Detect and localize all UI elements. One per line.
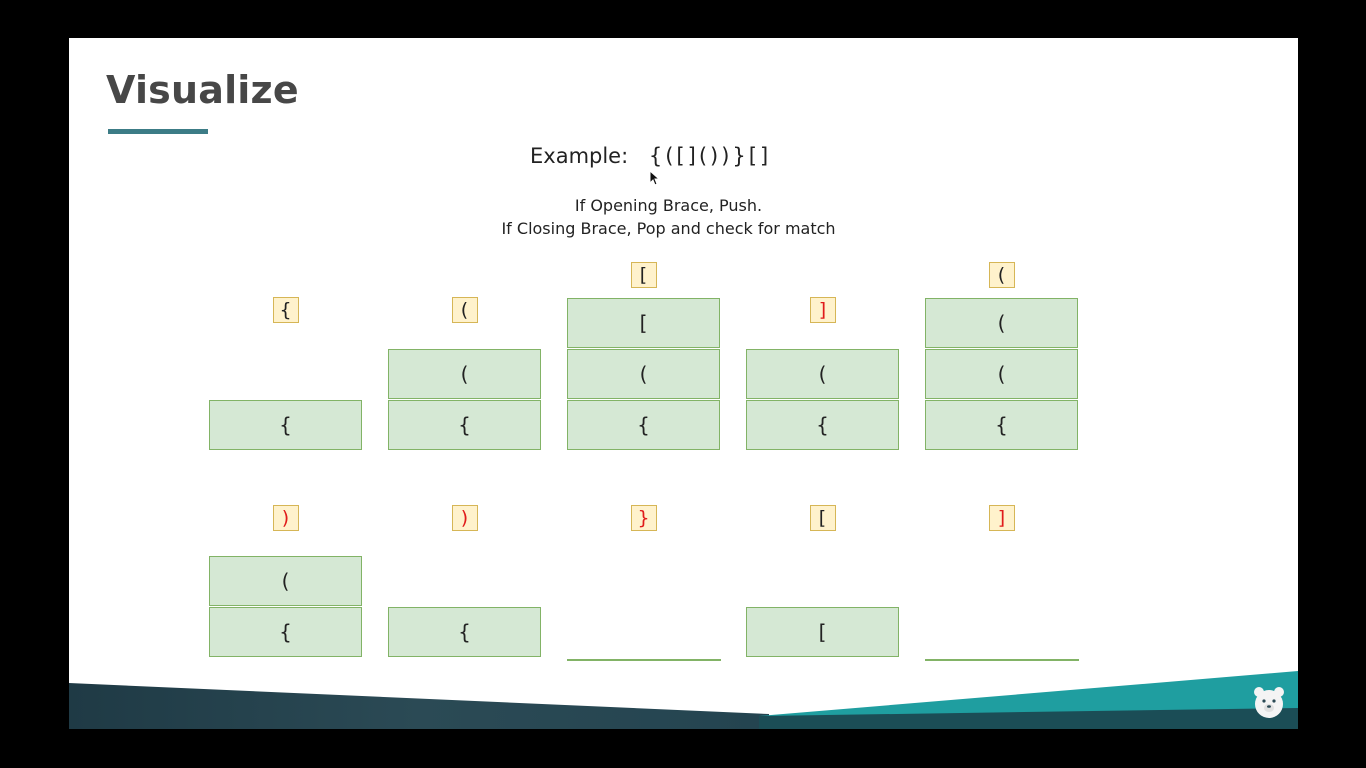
stack-cell: ( <box>746 349 899 399</box>
stack-cell: { <box>388 607 541 657</box>
stack-cell: { <box>746 400 899 450</box>
stack-cell: { <box>209 607 362 657</box>
stack-cell: ( <box>209 556 362 606</box>
closing-token: ] <box>809 297 836 323</box>
footer-band <box>69 671 1298 729</box>
slide: Visualize Example: {([]())}[] If Opening… <box>69 38 1298 729</box>
mouse-cursor-icon <box>649 170 659 186</box>
opening-token: ( <box>988 262 1015 288</box>
closing-token: } <box>630 505 657 531</box>
stack-cell: [ <box>567 298 720 348</box>
empty-stack-base <box>567 659 721 661</box>
example-label: Example: <box>530 144 629 168</box>
stack-cell: { <box>925 400 1078 450</box>
closing-token: ) <box>272 505 299 531</box>
rule-push: If Opening Brace, Push. <box>574 196 763 215</box>
stack-cell: ( <box>388 349 541 399</box>
rule-pop: If Closing Brace, Pop and check for matc… <box>501 219 836 238</box>
empty-stack-base <box>925 659 1079 661</box>
opening-token: ( <box>451 297 478 323</box>
opening-token: [ <box>630 262 657 288</box>
stack-cell: ( <box>925 298 1078 348</box>
bear-logo-icon <box>1254 687 1284 718</box>
opening-token: { <box>272 297 299 323</box>
stack-cell: { <box>567 400 720 450</box>
slide-title: Visualize <box>106 68 299 112</box>
example-sequence: {([]())}[] <box>648 144 772 168</box>
stack-cell: { <box>209 400 362 450</box>
stack-cell: [ <box>746 607 899 657</box>
closing-token: ) <box>451 505 478 531</box>
stack-cell: { <box>388 400 541 450</box>
closing-token: ] <box>988 505 1015 531</box>
opening-token: [ <box>809 505 836 531</box>
stack-cell: ( <box>925 349 1078 399</box>
stack-cell: ( <box>567 349 720 399</box>
title-underline <box>108 129 208 134</box>
example-line: Example: {([]())}[] <box>530 144 771 168</box>
